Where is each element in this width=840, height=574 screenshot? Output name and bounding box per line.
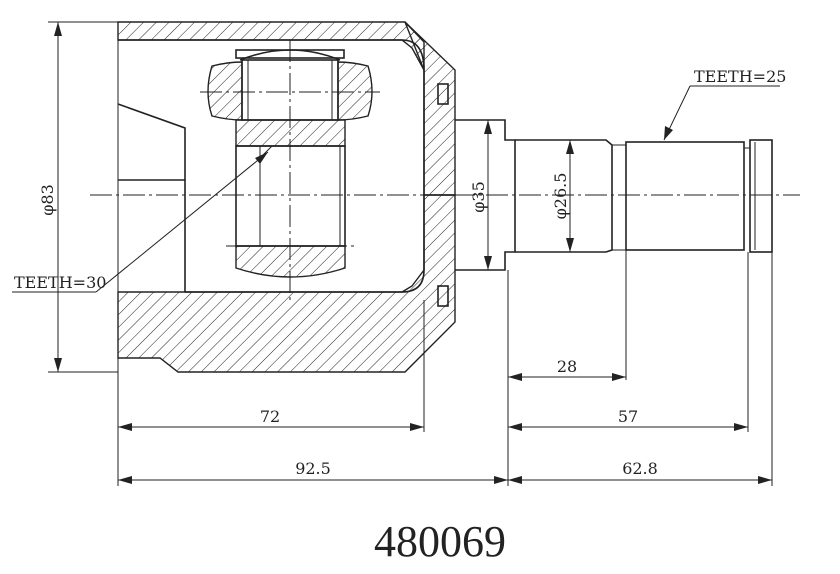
dim-length-92-5: 92.5 [295, 459, 331, 478]
stem-shaft [455, 119, 773, 271]
dim-length-57: 57 [618, 407, 638, 426]
leader-lines [12, 85, 780, 293]
housing [117, 21, 456, 373]
dim-outer-diameter: φ83 [38, 184, 57, 216]
dim-length-72: 72 [260, 407, 280, 426]
part-number: 480069 [374, 517, 506, 566]
center-lines [90, 40, 800, 300]
callout-teeth-outer: TEETH=25 [694, 67, 786, 86]
callout-teeth-inner: TEETH=30 [14, 273, 106, 292]
dim-length-62-8: 62.8 [622, 459, 658, 478]
dimension-lines [54, 22, 772, 484]
dim-length-28: 28 [557, 357, 577, 376]
extension-lines [48, 21, 773, 486]
dim-shaft-diameter: φ35 [469, 181, 488, 213]
dim-spline-diameter: φ26.5 [551, 173, 570, 220]
